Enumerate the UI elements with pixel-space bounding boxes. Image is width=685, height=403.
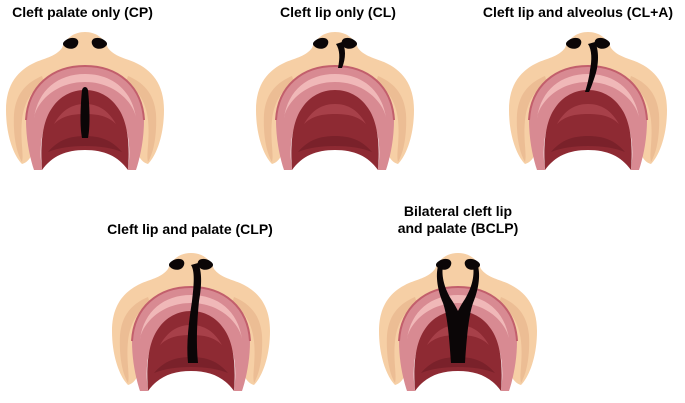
- gum-highlight-cl: [284, 74, 386, 118]
- palate-ridge-cla: [557, 104, 619, 124]
- gum-highlight-cp: [34, 74, 136, 118]
- cleft-bclp: [436, 263, 480, 363]
- right-nostril-clp: [197, 258, 214, 270]
- right-nostril-cl: [341, 37, 358, 49]
- lip-shadow-left-cl: [263, 76, 294, 162]
- panel-label-bclp: Bilateral cleft lip and palate (BCLP): [376, 203, 540, 237]
- gum-rim-cla: [528, 64, 648, 121]
- lip-shadow-right-cl: [376, 76, 407, 162]
- cleft-cla: [585, 42, 598, 92]
- palate-illustration-cla: [509, 32, 667, 170]
- panel-label-bclp-line2: and palate (BCLP): [397, 220, 519, 236]
- lip-shadow-right-clp: [232, 297, 263, 383]
- palate-shadow-bclp: [421, 357, 495, 373]
- lip-shadow-left-bclp: [386, 297, 417, 383]
- gum-rim-clp: [131, 285, 251, 342]
- palate-shadow-cp: [48, 136, 122, 152]
- panel-label-cla: Cleft lip and alveolus (CL+A): [482, 4, 674, 20]
- gum-rim-cp: [25, 64, 145, 121]
- palate-shadow-cl: [298, 136, 372, 152]
- left-nostril-cp: [62, 37, 79, 49]
- gum-arch-bclp: [399, 287, 517, 391]
- lip-shadow-left-clp: [119, 297, 150, 383]
- lip-shadow-right-bclp: [499, 297, 530, 383]
- lip-shadow-left-cla: [516, 76, 547, 162]
- palate-roof-cl: [291, 90, 379, 170]
- lip-shadow-right-cla: [629, 76, 660, 162]
- gum-rim-bclp: [398, 285, 518, 342]
- palate-illustration-bclp: [379, 253, 537, 391]
- palate-illustration-clp: [112, 253, 270, 391]
- left-nostril-clp: [168, 258, 185, 270]
- palate-shadow-clp: [154, 357, 228, 373]
- panel-label-cl: Cleft lip only (CL): [280, 4, 396, 20]
- lip-shadow-right-cp: [126, 76, 157, 162]
- gum-highlight-bclp: [407, 295, 509, 339]
- gum-highlight-clp: [140, 295, 242, 339]
- panel-label-cp: Cleft palate only (CP): [12, 4, 153, 20]
- cleft-cp: [80, 87, 90, 138]
- gum-arch-clp: [132, 287, 250, 391]
- cleft-cl: [336, 42, 345, 68]
- right-nostril-cla: [594, 37, 611, 49]
- left-nostril-cla: [565, 37, 582, 49]
- gum-arch-cl: [276, 66, 394, 170]
- palate-roof-cla: [544, 90, 632, 170]
- gum-arch-cla: [529, 66, 647, 170]
- gum-highlight-cla: [537, 74, 639, 118]
- panel-label-bclp-line1: Bilateral cleft lip: [403, 203, 513, 219]
- palate-shadow-cla: [551, 136, 625, 152]
- palate-ridge-cl: [304, 104, 366, 124]
- left-nostril-cl: [312, 37, 329, 49]
- palate-illustration-cp: [6, 32, 164, 170]
- palate-illustration-cl: [256, 32, 414, 170]
- cleft-clp: [187, 263, 202, 363]
- right-nostril-cp: [91, 37, 108, 49]
- lip-shadow-left-cp: [13, 76, 44, 162]
- gum-arch-cp: [26, 66, 144, 170]
- gum-rim-cl: [275, 64, 395, 121]
- panel-label-clp: Cleft lip and palate (CLP): [107, 221, 273, 237]
